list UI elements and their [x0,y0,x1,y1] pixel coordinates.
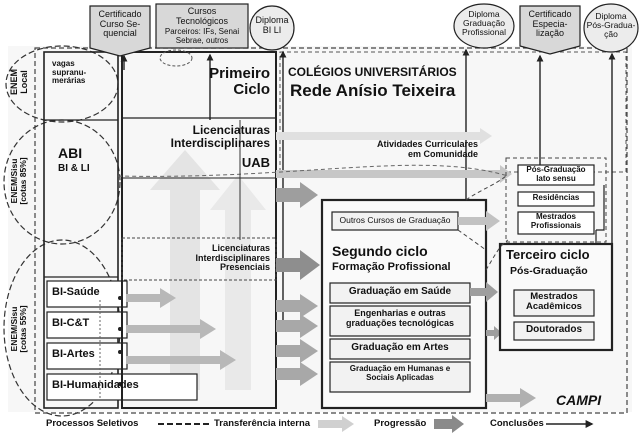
terceiro-box [513,321,595,341]
primeiro-ciclo-frame [121,51,277,409]
enem-sisu-55-label: ENEM/Sisu [cotas 55%] [9,305,29,353]
mestrados-prof-label: Mestrados Profissionais [530,212,582,230]
progress-arrow [486,388,536,408]
campi-label: CAMPI [556,392,602,408]
progress-arrow [126,350,236,370]
cert-seq-shape [89,5,151,57]
residencias-label: Residências [532,193,580,202]
uab-label: UAB [241,155,270,170]
bg-up-arrow [210,175,266,390]
terceiro-box [513,289,595,317]
cert-seq-label: Certificado Curso Se- quencial [98,9,142,39]
bg-up-arrow [150,150,220,390]
left-column-frame [43,51,119,409]
pos-box [517,211,595,235]
grad-box [329,361,471,393]
pos-lato-sensu-label: Pós-Graduação lato sensu [526,165,586,183]
cursos-tec-shape [155,3,249,49]
transfer-path [457,229,487,251]
legend-progress-arrow [434,415,464,433]
colegios-title: COLÉGIOS UNIVERSITÁRIOS [288,65,457,79]
grad-box [329,305,471,337]
bi-item-saude: BI-Saúde [52,286,100,298]
grad-engenharias-label: Engenharias e outras graduações tecnológ… [345,308,455,328]
enem-sisu-85-label: ENEM/Sisu [cotas 85%] [9,157,29,205]
transfer-arrow [276,128,492,144]
bi-item-humanidades: BI-Humanidades [52,379,139,391]
outros-cursos-label: Outros Cursos de Graduação [339,215,451,225]
transfer-arrow [276,165,512,183]
legend-processos: Processos Seletivos [46,418,139,429]
progress-arrow [126,319,216,339]
diploma-grad-label: Diploma Graduação Profissional [462,9,506,38]
cursos-tec-title: Cursos Tecnológicos [175,6,229,26]
bi-box [46,280,128,308]
transfer-path [465,175,507,201]
vagas-label: vagas supranu- merárias [52,59,87,86]
bi-item-ct: BI-C&T [52,317,90,329]
mestrados-academicos-label: Mestrados Acadêmicos [526,291,582,313]
diploma-bi-li-label: Diploma BI LI [255,15,289,35]
cursos-tec-partners: Parceiros: IFs, Senai Sebrae, outros [164,27,240,45]
legend-conclusoes: Conclusões [490,418,544,429]
progress-arrow [276,362,318,386]
diploma-bi-li-shape [249,5,295,51]
diploma-pos-label: Diploma Pós-Gradua- ção [586,11,636,40]
grad-humanas-label: Graduação em Humanas e Sociais Aplicadas [349,364,451,382]
legend-progressao: Progressão [374,418,427,429]
diploma-grad-shape [453,3,515,49]
legend-transfer-arrow [318,416,354,432]
terceiro-ciclo-title: Terceiro ciclo [506,247,590,262]
grad-saude-label: Graduação em Saúde [348,286,452,297]
cert-esp-shape [519,5,581,55]
licenciaturas-uab-label: Licenciaturas Interdisciplinares [170,123,270,150]
diploma-pos-shape [583,3,639,53]
pos-box [517,164,595,186]
bi-item-artes: BI-Artes [52,348,95,360]
grad-artes-label: Graduação em Artes [351,342,449,353]
progress-arrow [486,326,502,340]
rede-title: Rede Anísio Teixeira [290,81,456,100]
progress-arrow [276,339,318,363]
abi-sub: BI & LI [58,163,90,174]
progress-arrow [126,288,176,308]
primeiro-ciclo-title: Primeiro Ciclo [209,65,270,99]
doutorados-label: Doutorados [525,324,583,335]
campi-frame [34,47,628,414]
pos-group-frame [505,157,607,243]
progress-arrow [276,294,318,318]
progress-arrow [276,182,318,208]
segundo-ciclo-subtitle: Formação Profissional [332,261,451,273]
licenciaturas-presenciais-label: Licenciaturas Interdisciplinares Presenc… [195,243,270,273]
progress-arrow [276,314,318,338]
legend-transferencia: Transferência interna [214,418,311,429]
transfer-path [485,239,509,271]
enem-local-label: ENEM Local [9,69,29,96]
bi-box [46,311,128,339]
atividades-label: Atividades Curriculares em Comunidade [376,139,478,159]
pos-box [517,191,595,207]
cert-esp-label: Certificado Especia- lização [528,9,572,39]
abi-title: ABI [58,145,83,161]
grad-box [329,338,471,360]
segundo-ciclo-title: Segundo ciclo [332,243,428,259]
transfer-path [117,164,509,177]
progress-arrow [458,211,500,231]
progress-arrow [470,282,498,302]
terceiro-ciclo-subtitle: Pós-Graduação [510,265,588,277]
progress-arrow [276,250,320,280]
